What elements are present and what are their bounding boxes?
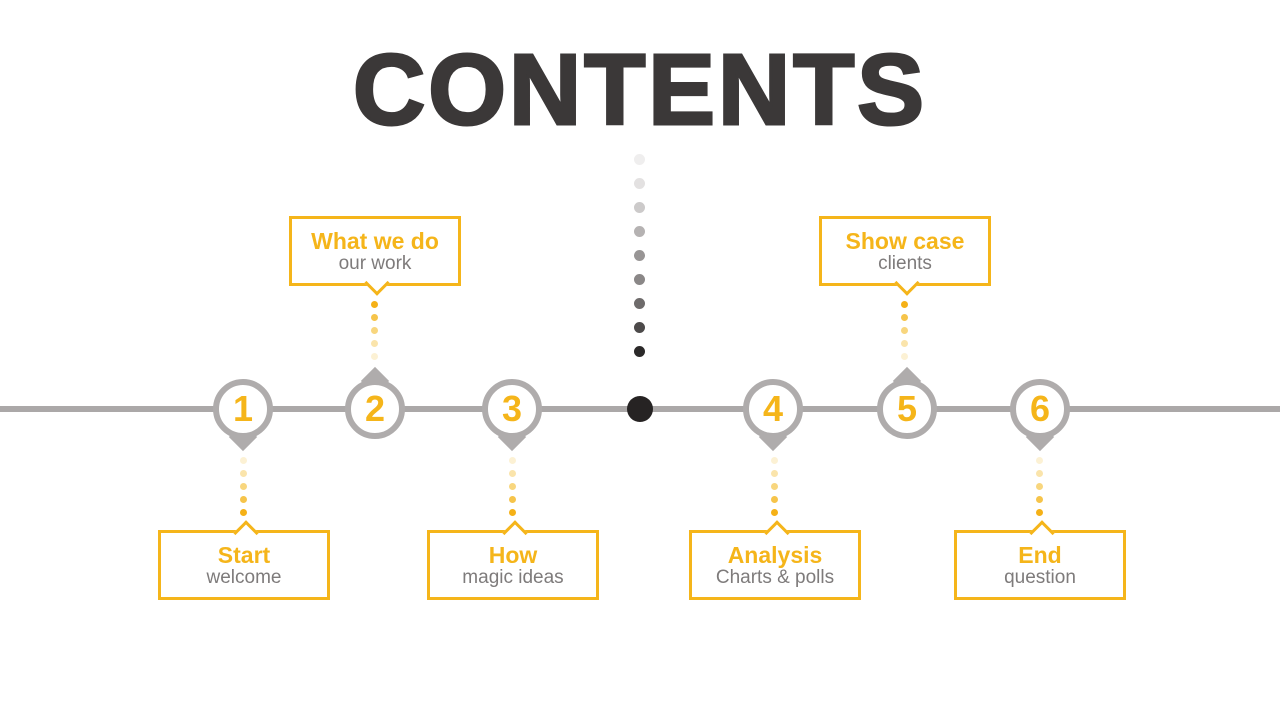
- connector-dot: [771, 457, 778, 464]
- connector-dot: [371, 353, 378, 360]
- connector-dot: [901, 314, 908, 321]
- callout-subtitle: our work: [338, 253, 412, 275]
- timeline-node-6: 6: [1010, 379, 1070, 452]
- callout-show-case: Show case clients: [819, 216, 991, 296]
- fade-dot: [634, 322, 645, 333]
- connector-dot: [509, 483, 516, 490]
- connector-dot: [240, 509, 247, 516]
- connector-dot: [509, 496, 516, 503]
- connector-dot: [1036, 509, 1043, 516]
- fade-dot: [634, 154, 645, 165]
- fade-dot: [634, 298, 645, 309]
- callout-subtitle: welcome: [206, 567, 282, 589]
- callout-subtitle: clients: [878, 253, 932, 275]
- connector-dots-6: [1036, 457, 1043, 516]
- fade-dot: [634, 274, 645, 285]
- connector-dot: [240, 496, 247, 503]
- connector-dot: [1036, 483, 1043, 490]
- connector-dot: [771, 483, 778, 490]
- timeline-node-1: 1: [213, 379, 273, 452]
- connector-dot: [371, 314, 378, 321]
- connector-dot: [371, 340, 378, 347]
- fade-dot: [634, 250, 645, 261]
- fade-dot: [634, 226, 645, 237]
- callout-end: End question: [954, 520, 1126, 600]
- connector-dot: [771, 496, 778, 503]
- connector-dot: [509, 457, 516, 464]
- connector-dot: [771, 470, 778, 477]
- timeline-node-3: 3: [482, 379, 542, 452]
- callout-subtitle: Charts & polls: [715, 567, 835, 589]
- connector-dot: [371, 327, 378, 334]
- timeline-center-dot: [627, 396, 653, 422]
- node-number: 2: [364, 388, 386, 429]
- node-circle: 6: [1010, 379, 1070, 439]
- node-circle: 1: [213, 379, 273, 439]
- node-number: 5: [896, 388, 918, 429]
- connector-dot: [371, 301, 378, 308]
- node-circle: 3: [482, 379, 542, 439]
- page-title: CONTENTS: [352, 34, 927, 146]
- node-number: 6: [1029, 388, 1051, 429]
- connector-dot: [1036, 496, 1043, 503]
- connector-dot: [509, 509, 516, 516]
- node-circle: 4: [743, 379, 803, 439]
- callout-subtitle: magic ideas: [462, 567, 564, 589]
- connector-dots-2: [371, 301, 378, 360]
- connector-dot: [901, 353, 908, 360]
- connector-dot: [509, 470, 516, 477]
- fade-dot: [634, 202, 645, 213]
- connector-dots-4: [771, 457, 778, 516]
- node-number: 3: [501, 388, 523, 429]
- callout-start: Start welcome: [158, 520, 330, 600]
- connector-dots-3: [509, 457, 516, 516]
- connector-dot: [1036, 470, 1043, 477]
- connector-dot: [240, 483, 247, 490]
- callout-analysis: Analysis Charts & polls: [689, 520, 861, 600]
- callout-title: How: [488, 542, 538, 568]
- node-circle: 5: [877, 379, 937, 439]
- callout-title: End: [1018, 542, 1062, 568]
- timeline-node-2: 2: [345, 366, 405, 439]
- callout-how: How magic ideas: [427, 520, 599, 600]
- connector-dots-5: [901, 301, 908, 360]
- timeline-node-5: 5: [877, 366, 937, 439]
- node-number: 4: [762, 388, 784, 429]
- fade-dot: [634, 178, 645, 189]
- connector-dot: [901, 340, 908, 347]
- connector-dots-1: [240, 457, 247, 516]
- callout-title: Analysis: [727, 542, 823, 568]
- connector-dot: [240, 457, 247, 464]
- node-number: 1: [232, 388, 254, 429]
- fade-dot: [634, 346, 645, 357]
- timeline-node-4: 4: [743, 379, 803, 452]
- callout-title: Start: [217, 542, 271, 568]
- connector-dot: [901, 327, 908, 334]
- connector-dot: [1036, 457, 1043, 464]
- callout-title: Show case: [845, 228, 965, 254]
- vertical-fade-dots: [634, 154, 645, 357]
- node-circle: 2: [345, 379, 405, 439]
- connector-dot: [901, 301, 908, 308]
- callout-title: What we do: [311, 228, 439, 254]
- connector-dot: [771, 509, 778, 516]
- callout-what-we-do: What we do our work: [289, 216, 461, 296]
- connector-dot: [240, 470, 247, 477]
- callout-subtitle: question: [1004, 567, 1076, 589]
